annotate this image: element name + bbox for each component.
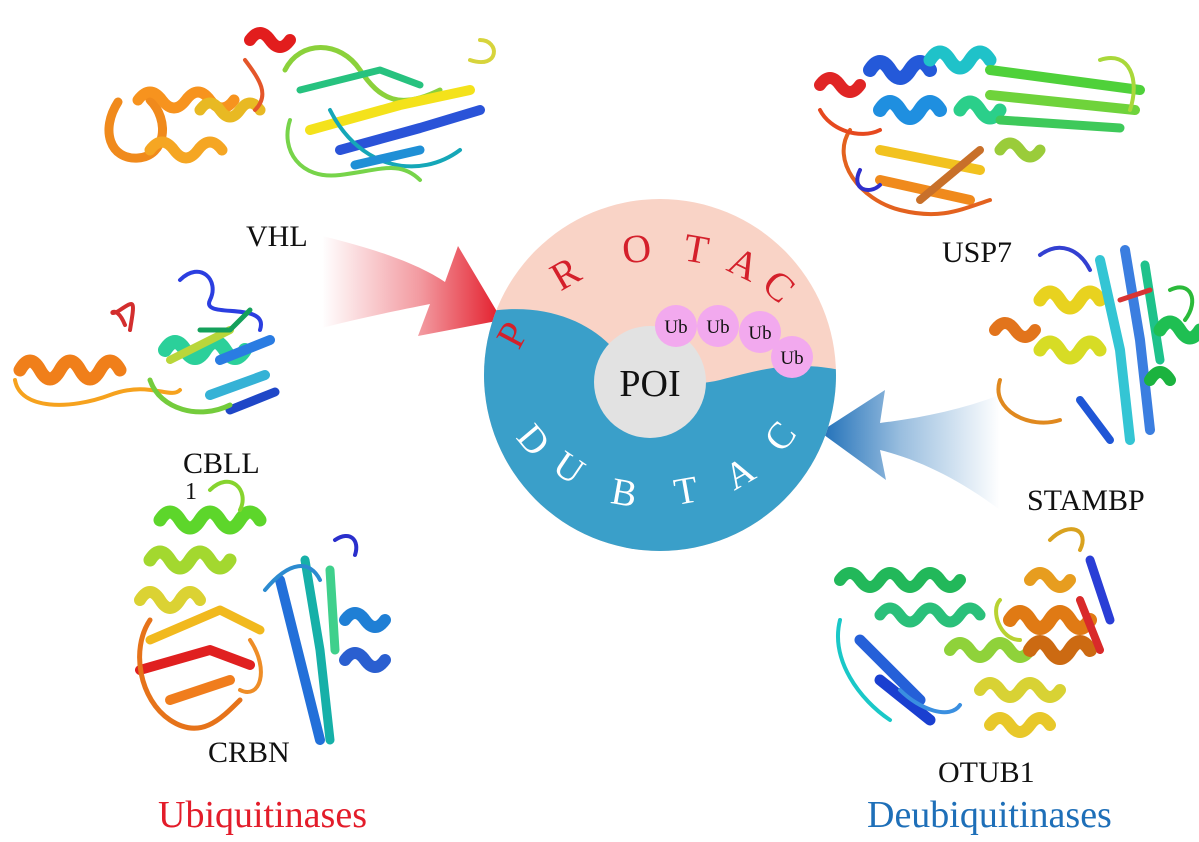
deubiquitinases-title: Deubiquitinases	[867, 794, 1112, 836]
ubiquitinases-title: Ubiquitinases	[158, 794, 367, 836]
poi-label: POI	[619, 363, 680, 405]
protac-letter: O	[620, 225, 653, 273]
vhl-structure-icon	[104, 27, 496, 182]
otub1-structure-icon	[834, 527, 1115, 738]
stambp-structure-icon	[989, 245, 1199, 445]
ub-label: Ub	[706, 317, 729, 338]
ub-label: Ub	[664, 317, 687, 338]
cbll1-label: CBLL	[183, 447, 260, 480]
usp7-label: USP7	[942, 236, 1013, 269]
cbll1-structure-icon	[13, 269, 280, 415]
ub-circle	[739, 311, 781, 353]
crbn-label: CRBN	[208, 736, 290, 769]
ub-label: Ub	[748, 323, 771, 344]
ubiquitinase-arrow-icon	[322, 236, 502, 336]
usp7-structure-icon	[814, 45, 1145, 217]
ub-circle	[697, 305, 739, 347]
crbn-structure-icon	[134, 479, 391, 745]
deubiquitinase-arrow-icon	[820, 390, 1000, 510]
otub1-label: OTUB1	[938, 756, 1035, 789]
ub-circle	[771, 336, 813, 378]
ub-label: Ub	[780, 348, 803, 369]
poi-circle	[594, 326, 706, 438]
ub-circle	[655, 305, 697, 347]
cbll1-label-suffix: 1	[185, 479, 197, 505]
vhl-label: VHL	[246, 220, 308, 253]
stambp-label: STAMBP	[1027, 484, 1145, 517]
